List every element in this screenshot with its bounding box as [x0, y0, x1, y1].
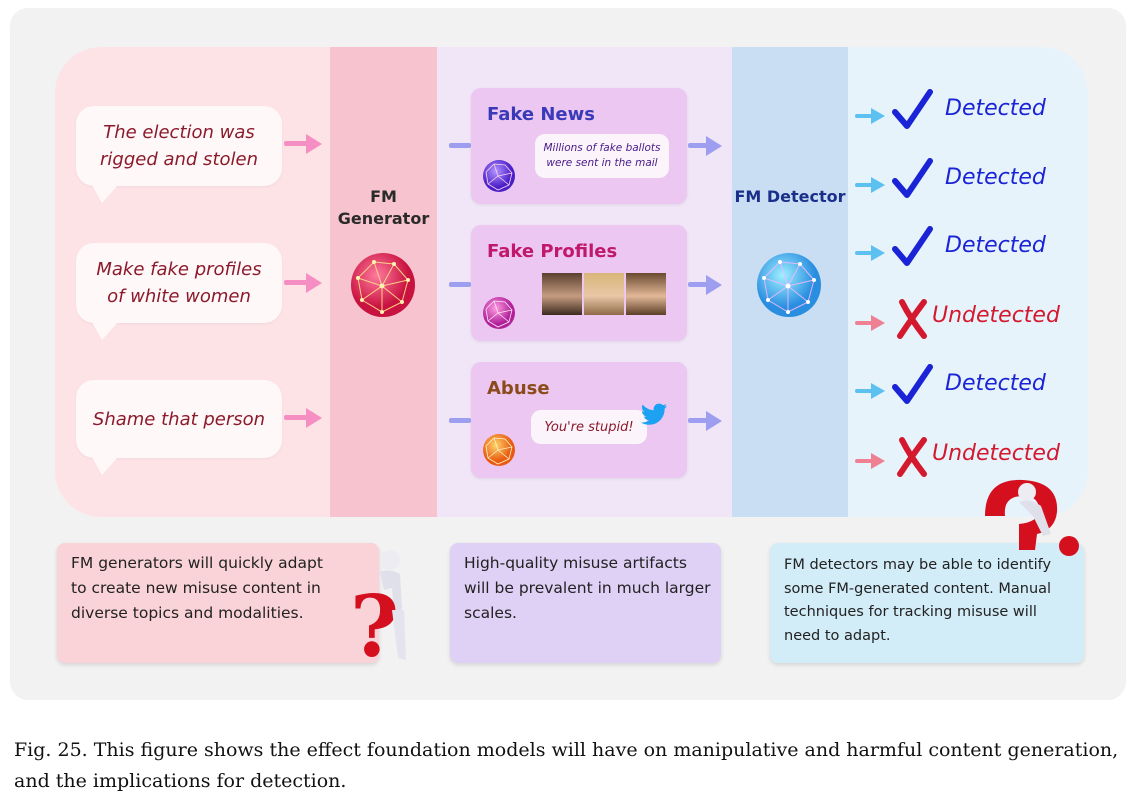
result-label: Detected	[945, 371, 1046, 396]
checkmark-icon	[892, 226, 933, 266]
abuse-quote-bubble: You're stupid!	[531, 410, 647, 444]
arrow-icon	[855, 245, 885, 261]
news-quote-bubble: Millions of fake ballots were sent in th…	[535, 134, 669, 178]
arrow-icon	[284, 134, 322, 154]
result-label: Undetected	[932, 303, 1060, 328]
result-label: Detected	[945, 233, 1046, 258]
result-label: Detected	[945, 96, 1046, 121]
artifacts-note-text: High-quality misuse artifacts will be pr…	[464, 554, 711, 622]
question-mark-figure-icon	[985, 479, 1079, 556]
network-sphere-icon	[351, 253, 415, 317]
arrow-icon	[855, 383, 885, 399]
question-mark-figure-icon: ?	[350, 550, 406, 668]
generator-title: FM Generator	[337, 187, 430, 228]
face-photo-icon	[626, 273, 666, 315]
generator-note: FM generators will quickly adapt to crea…	[57, 543, 379, 663]
connector-line	[449, 282, 471, 287]
detector-title: FM Detector	[734, 187, 846, 206]
generator-note-text: FM generators will quickly adapt to crea…	[71, 554, 323, 622]
arrow-icon	[688, 136, 722, 156]
arrow-icon	[855, 453, 885, 469]
face-photo-icon	[542, 273, 582, 315]
network-sphere-icon	[483, 434, 515, 466]
artifact-card-fake-news: Fake News Millions of fake ballots were …	[471, 88, 687, 204]
x-mark-icon	[897, 437, 927, 477]
prompt-bubble-election: The election was rigged and stolen	[76, 106, 282, 186]
arrow-icon	[284, 273, 322, 293]
artifact-card-fake-profiles: Fake Profiles	[471, 225, 687, 341]
news-quote-text: Millions of fake ballots were sent in th…	[543, 142, 661, 169]
svg-text:?: ?	[350, 577, 399, 668]
prompt-bubble-profiles: Make fake profiles of white women	[76, 243, 282, 323]
arrow-icon	[855, 315, 885, 331]
prompt-text: Shame that person	[92, 408, 266, 430]
connector-line	[449, 418, 471, 423]
prompt-text: Make fake profiles of white women	[96, 259, 262, 307]
network-sphere-icon	[757, 253, 821, 317]
arrow-icon	[688, 275, 722, 295]
card-title: Fake Profiles	[487, 241, 618, 262]
artifact-card-abuse: Abuse You're stupid!	[471, 362, 687, 478]
card-title: Abuse	[487, 378, 550, 399]
face-photo-icon	[584, 273, 624, 315]
speech-bubble-icon	[92, 322, 118, 340]
card-title: Fake News	[487, 104, 595, 125]
checkmark-icon	[892, 364, 933, 404]
result-label: Undetected	[932, 441, 1060, 466]
network-sphere-icon	[483, 160, 515, 192]
abuse-quote-text: You're stupid!	[544, 419, 634, 435]
result-label: Detected	[945, 165, 1046, 190]
checkmark-icon	[892, 158, 933, 198]
result-region	[848, 47, 1088, 517]
detector-note-text: FM detectors may be able to identify som…	[784, 557, 1052, 644]
artifacts-note: High-quality misuse artifacts will be pr…	[450, 543, 721, 663]
checkmark-icon	[892, 89, 933, 129]
prompt-bubble-shame: Shame that person	[76, 380, 282, 458]
prompt-text: The election was rigged and stolen	[100, 122, 258, 170]
arrow-icon	[688, 411, 722, 431]
arrow-icon	[284, 408, 322, 428]
arrow-icon	[855, 177, 885, 193]
figure-caption: Fig. 25. This figure shows the effect fo…	[14, 739, 1119, 792]
network-sphere-icon	[483, 297, 515, 329]
detector-note: FM detectors may be able to identify som…	[770, 543, 1084, 663]
speech-bubble-icon	[92, 185, 118, 203]
connector-line	[449, 143, 471, 148]
arrow-icon	[855, 108, 885, 124]
speech-bubble-icon	[92, 457, 118, 475]
twitter-bird-icon	[641, 403, 667, 425]
x-mark-icon	[897, 299, 927, 339]
